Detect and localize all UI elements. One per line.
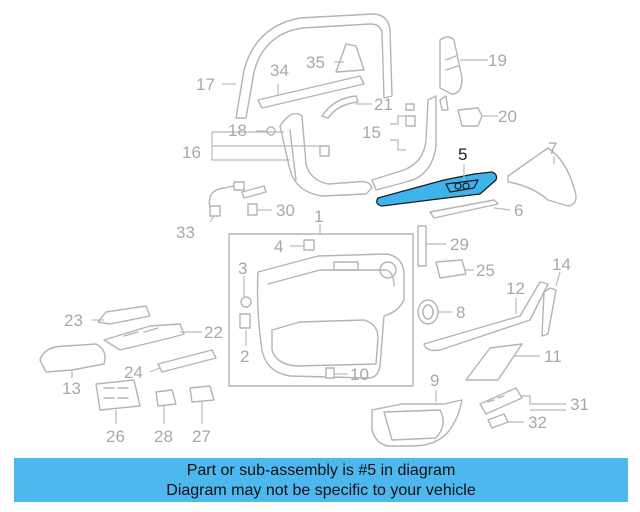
trim-part-21 <box>321 95 359 119</box>
callout-2: 2 <box>240 347 249 366</box>
callout-23: 23 <box>64 311 83 330</box>
callout-31: 31 <box>570 395 589 414</box>
callout-4: 4 <box>274 237 283 256</box>
strip-part-29 <box>417 225 427 267</box>
callout-22: 22 <box>204 323 223 342</box>
trim-part-23 <box>97 305 151 325</box>
clip-part-20 <box>457 107 483 127</box>
switch-panel-part-22 <box>103 323 185 351</box>
callout-8: 8 <box>456 303 465 322</box>
caption-line-2: Diagram may not be specific to your vehi… <box>166 482 476 499</box>
callout-24: 24 <box>124 363 143 382</box>
callout-27: 27 <box>192 427 211 446</box>
mirror-part-19 <box>439 36 463 111</box>
harness-part-33 <box>208 181 245 217</box>
callout-5[interactable]: 5 <box>458 145 467 164</box>
callout-11: 11 <box>544 347 562 366</box>
callout-25: 25 <box>476 261 495 280</box>
callout-15: 15 <box>362 123 381 142</box>
armrest-part-13 <box>39 343 106 373</box>
trim-part-12 <box>423 281 549 352</box>
caption-banner: Part or sub-assembly is #5 in diagram Di… <box>14 458 628 502</box>
switch-part-27 <box>189 385 215 403</box>
callout-6: 6 <box>514 201 523 220</box>
door-trim-panel-part-1 <box>228 233 414 387</box>
inner-door-frame-part <box>266 95 437 197</box>
callout-9: 9 <box>430 371 439 390</box>
callout-33: 33 <box>176 223 195 242</box>
clip-part-30 <box>241 185 267 216</box>
callout-1: 1 <box>314 207 323 226</box>
callout-3: 3 <box>238 259 247 278</box>
clip-part-32 <box>487 413 509 429</box>
callout-17: 17 <box>196 75 215 94</box>
speaker-part-8 <box>417 299 439 325</box>
panel-part-11 <box>465 343 523 381</box>
lower-strip-part-6 <box>429 199 499 219</box>
callout-7: 7 <box>548 139 557 158</box>
trim-part-24 <box>157 349 217 373</box>
caption-line-1: Part or sub-assembly is #5 in diagram <box>186 462 456 479</box>
callout-30: 30 <box>276 201 295 220</box>
switch-part-25 <box>435 259 467 279</box>
switch-part-28 <box>155 389 177 407</box>
callout-20: 20 <box>498 107 517 126</box>
leader-lines <box>71 59 566 424</box>
callout-numbers: 17 34 35 19 21 20 18 15 16 5 7 6 30 33 1… <box>62 51 589 446</box>
callout-13: 13 <box>62 379 81 398</box>
callout-34: 34 <box>270 61 289 80</box>
callout-32: 32 <box>528 413 547 432</box>
door-frame-part <box>235 13 393 119</box>
callout-14: 14 <box>552 255 571 274</box>
callout-29: 29 <box>450 235 469 254</box>
callout-16: 16 <box>182 143 201 162</box>
callout-21: 21 <box>374 95 393 114</box>
switch-part-31 <box>479 387 523 415</box>
callout-28: 28 <box>154 427 173 446</box>
callout-18: 18 <box>228 121 247 140</box>
callout-12: 12 <box>506 279 525 298</box>
storage-part-9 <box>371 399 463 447</box>
callout-35: 35 <box>306 53 325 72</box>
switch-part-26 <box>95 379 141 411</box>
callout-10: 10 <box>350 365 369 384</box>
trim-part-14 <box>541 287 557 337</box>
corner-trim-part-7 <box>507 147 577 207</box>
callout-26: 26 <box>106 427 125 446</box>
parts-diagram: 17 34 35 19 21 20 18 15 16 5 7 6 30 33 1… <box>39 13 589 447</box>
highlighted-part-5 <box>376 171 498 207</box>
callout-19: 19 <box>488 51 507 70</box>
